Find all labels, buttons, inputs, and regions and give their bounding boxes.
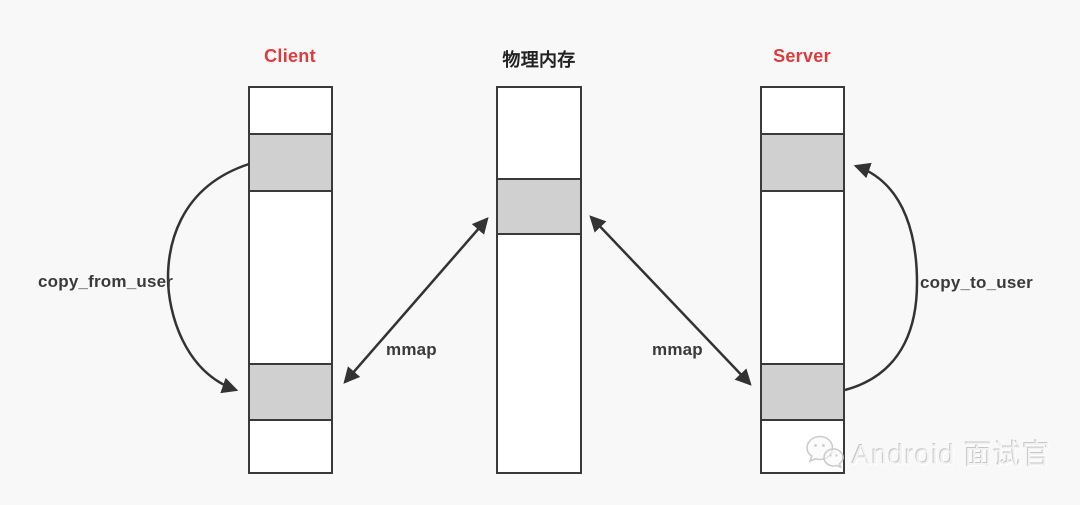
client-kernel-buffer-segment: [250, 363, 331, 421]
server-kernel-buffer-segment: [762, 363, 843, 421]
client-segment-top-white: [250, 88, 331, 133]
physical-memory-title: 物理内存: [502, 50, 576, 70]
watermark-text: Android 面试官: [852, 439, 1052, 470]
watermark: Android 面试官: [800, 430, 1051, 476]
client-user-buffer-segment: [250, 133, 331, 192]
client-title: Client: [264, 46, 316, 66]
mmap-right-label: mmap: [652, 340, 703, 359]
physical-shared-page-segment: [498, 178, 580, 235]
copy-to-user-arrow: [844, 162, 919, 392]
copy-from-user-label: copy_from_user: [38, 272, 174, 291]
client-segment-mid-white: [250, 192, 331, 363]
server-memory-column: [760, 86, 845, 474]
physical-segment-top-white: [498, 88, 580, 178]
client-segment-bottom-white: [250, 421, 331, 472]
wechat-icon: [806, 435, 844, 469]
server-user-buffer-segment: [762, 133, 843, 192]
client-memory-column: [248, 86, 333, 474]
server-segment-top-white: [762, 88, 843, 133]
server-title: Server: [773, 46, 831, 66]
copy-to-user-label: copy_to_user: [920, 273, 1033, 292]
mmap-left-label: mmap: [386, 340, 437, 359]
physical-segment-bottom-white: [498, 235, 580, 472]
copy-from-user-arrow: [166, 162, 250, 394]
physical-memory-column: [496, 86, 582, 474]
server-segment-mid-white: [762, 192, 843, 363]
